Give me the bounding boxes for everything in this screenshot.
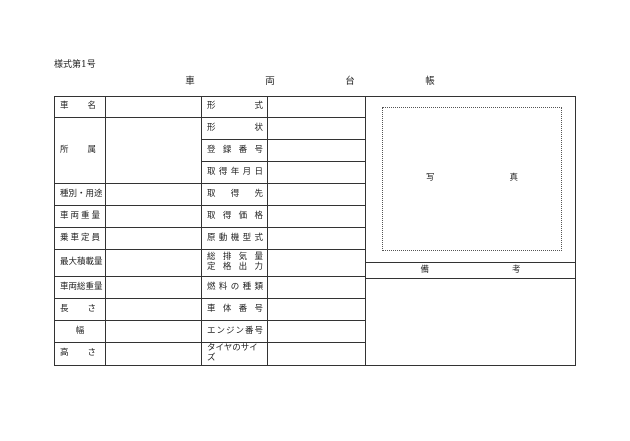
label-displacement-output: 総排気量 定格出力 xyxy=(202,250,268,277)
value-registration-number[interactable] xyxy=(268,140,366,162)
label-seating-capacity: 乗車定員 xyxy=(55,228,106,250)
value-gross-weight[interactable] xyxy=(106,277,202,299)
title-char: 帳 xyxy=(425,76,435,87)
remarks-label-char: 備 xyxy=(420,264,430,275)
remarks-area[interactable] xyxy=(366,279,575,365)
label-length: 長 さ xyxy=(55,299,106,321)
value-vehicle-weight[interactable] xyxy=(106,206,202,228)
photo-label-char: 写 xyxy=(426,173,435,184)
vehicle-register-table: 車 名 形 式 所 属 形 状 登録番号 取得年月日 種別・用途 取 得 先 車… xyxy=(54,96,576,366)
value-model[interactable] xyxy=(268,97,366,118)
label-engine-number: エンジン番号 xyxy=(202,321,268,343)
label-acquisition-date: 取得年月日 xyxy=(202,162,268,184)
value-seating-capacity[interactable] xyxy=(106,228,202,250)
form-number: 様式第1号 xyxy=(54,60,96,70)
label-gross-weight: 車両総重量 xyxy=(55,277,106,299)
label-type-use: 種別・用途 xyxy=(55,184,106,206)
remarks-label-char: 考 xyxy=(511,264,521,275)
photo-frame[interactable]: 写 真 xyxy=(382,107,562,251)
value-acquisition-date[interactable] xyxy=(268,162,366,184)
title-char: 車 xyxy=(185,76,195,87)
value-height[interactable] xyxy=(106,343,202,365)
label-affiliation: 所 属 xyxy=(55,118,106,184)
label-acquisition-price: 取得価格 xyxy=(202,206,268,228)
label-max-load: 最大積載量 xyxy=(55,250,106,277)
value-type-use[interactable] xyxy=(106,184,202,206)
value-tire-size[interactable] xyxy=(268,343,366,365)
value-vehicle-name[interactable] xyxy=(106,97,202,118)
label-acquired-from: 取 得 先 xyxy=(202,184,268,206)
value-max-load[interactable] xyxy=(106,250,202,277)
value-acquired-from[interactable] xyxy=(268,184,366,206)
value-chassis-number[interactable] xyxy=(268,299,366,321)
value-engine-model[interactable] xyxy=(268,228,366,250)
label-tire-size: タイヤのサイズ xyxy=(202,343,268,365)
value-acquisition-price[interactable] xyxy=(268,206,366,228)
document-title: 車 両 台 帳 xyxy=(180,73,440,87)
label-model: 形 式 xyxy=(202,97,268,118)
label-vehicle-name: 車 名 xyxy=(55,97,106,118)
photo-label-char: 真 xyxy=(509,173,518,184)
photo-label: 写 真 xyxy=(426,173,518,184)
label-chassis-number: 車体番号 xyxy=(202,299,268,321)
value-fuel-type[interactable] xyxy=(268,277,366,299)
label-fuel-type: 燃料の種類 xyxy=(202,277,268,299)
value-engine-number[interactable] xyxy=(268,321,366,343)
value-width[interactable] xyxy=(106,321,202,343)
value-displacement-output[interactable] xyxy=(268,250,366,277)
label-vehicle-weight: 車両重量 xyxy=(55,206,106,228)
remarks-header: 備 考 xyxy=(366,263,575,279)
label-shape: 形 状 xyxy=(202,118,268,140)
label-height: 高 さ xyxy=(55,343,106,365)
title-char: 台 xyxy=(345,76,355,87)
value-affiliation[interactable] xyxy=(106,118,202,184)
label-registration-number: 登録番号 xyxy=(202,140,268,162)
label-width: 幅 xyxy=(55,321,106,343)
value-length[interactable] xyxy=(106,299,202,321)
photo-area: 写 真 xyxy=(366,97,575,263)
value-shape[interactable] xyxy=(268,118,366,140)
label-engine-model: 原動機型式 xyxy=(202,228,268,250)
title-char: 両 xyxy=(265,76,275,87)
